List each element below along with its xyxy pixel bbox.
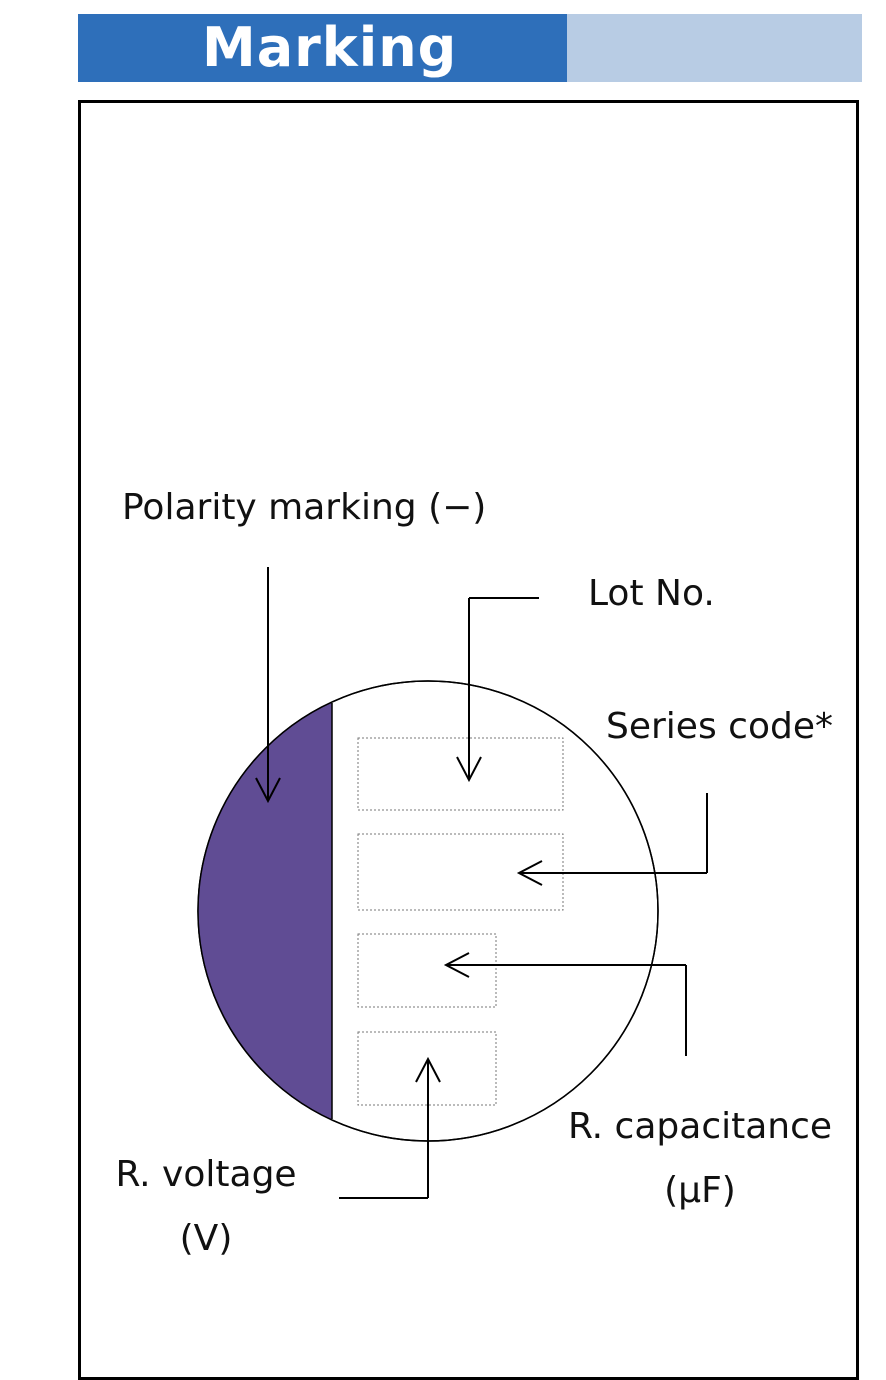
- polarity-leader-arrow: [255, 567, 281, 804]
- page-title: Marking: [202, 16, 458, 79]
- series-code-label: Series code*: [606, 706, 833, 747]
- polarity-marking-band: [198, 681, 332, 1141]
- series-code-field: [357, 833, 564, 911]
- voltage-label: R. voltage: [115, 1154, 297, 1195]
- voltage-leader-arrow: [339, 1056, 441, 1199]
- lot-number-label: Lot No.: [588, 573, 715, 614]
- capacitance-field: [357, 933, 497, 1008]
- capacitance-unit-label: (μF): [664, 1170, 736, 1211]
- lot-number-leader-arrow: [456, 597, 539, 783]
- lot-number-field: [357, 737, 564, 811]
- capacitance-label: R. capacitance: [567, 1106, 833, 1147]
- series-code-leader-arrow: [516, 793, 708, 886]
- voltage-unit-label: (V): [179, 1218, 233, 1259]
- polarity-marking-label: Polarity marking (−): [122, 487, 487, 528]
- header-title-block: [78, 14, 567, 82]
- capacitance-leader-arrow: [443, 952, 687, 1056]
